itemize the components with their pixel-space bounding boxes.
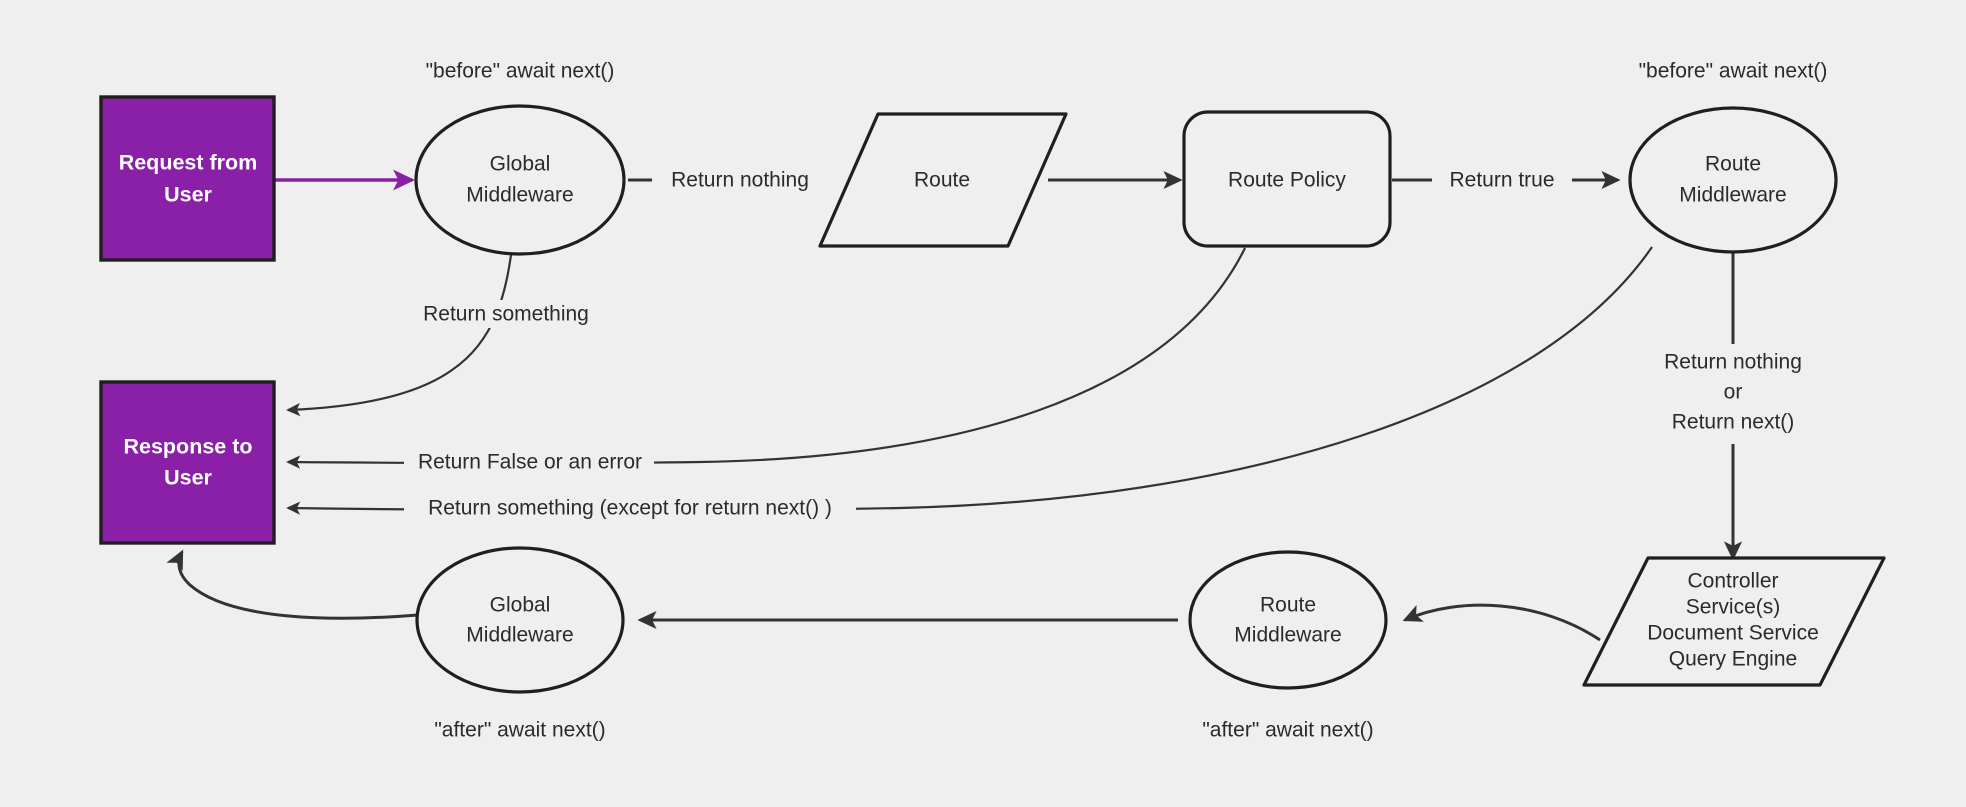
node-handler-line-4: Query Engine bbox=[1669, 648, 1797, 671]
edge-route-policy-to-route-middleware: Return true bbox=[1392, 166, 1621, 194]
node-global-mw-before-line1: Global bbox=[490, 153, 551, 176]
node-response-to-user[interactable]: Response to User bbox=[99, 380, 276, 545]
edge-global-middleware-return-something: Return something bbox=[286, 247, 600, 417]
node-handler-line-2: Service(s) bbox=[1686, 596, 1781, 619]
edge-route-policy-return-false: Return False or an error bbox=[286, 247, 1246, 477]
node-global-middleware-before[interactable]: Global Middleware bbox=[414, 104, 626, 256]
node-request-label-line1: Request from bbox=[119, 151, 258, 175]
node-route-middleware-before[interactable]: Route Middleware bbox=[1628, 106, 1838, 254]
node-global-mw-before-line2: Middleware bbox=[466, 184, 573, 207]
note-before-await-next-global: "before" await next() bbox=[426, 60, 615, 83]
node-route-mw-after-line2: Middleware bbox=[1234, 624, 1341, 647]
node-handler-line-3: Document Service bbox=[1647, 622, 1819, 645]
edge-label-return-true: Return true bbox=[1449, 169, 1554, 192]
node-route-policy[interactable]: Route Policy bbox=[1182, 110, 1392, 248]
node-response-label-line1: Response to bbox=[123, 435, 252, 459]
edge-label-return-nothing: Return nothing bbox=[671, 169, 809, 192]
node-route-middleware-after[interactable]: Route Middleware bbox=[1188, 550, 1388, 690]
edge-label-route-mw-pass-1: Return nothing bbox=[1664, 351, 1802, 374]
edge-route-middleware-to-handler: Return nothing or Return next() bbox=[1640, 247, 1832, 561]
edge-label-return-something-except-next: Return something (except for return next… bbox=[428, 497, 832, 520]
node-request-label-line2: User bbox=[164, 183, 212, 207]
node-route-policy-label: Route Policy bbox=[1228, 169, 1346, 192]
node-route-label: Route bbox=[914, 169, 970, 192]
node-global-middleware-after[interactable]: Global Middleware bbox=[415, 546, 625, 694]
edge-label-return-false-or-error: Return False or an error bbox=[418, 451, 642, 474]
node-response-label-line2: User bbox=[164, 466, 212, 490]
edge-handler-to-route-middleware-after bbox=[1402, 603, 1601, 642]
node-request-from-user[interactable]: Request from User bbox=[99, 95, 276, 262]
edge-label-route-mw-pass-2: or bbox=[1724, 381, 1743, 404]
edge-label-global-return-something: Return something bbox=[423, 303, 589, 326]
note-after-await-next-route: "after" await next() bbox=[1202, 719, 1373, 742]
node-global-mw-after-line1: Global bbox=[490, 594, 551, 617]
node-route-mw-after-line1: Route bbox=[1260, 594, 1316, 617]
edge-label-route-mw-pass-3: Return next() bbox=[1672, 411, 1795, 434]
note-before-await-next-route: "before" await next() bbox=[1639, 60, 1828, 83]
node-route[interactable]: Route bbox=[818, 112, 1068, 248]
node-handler-line-1: Controller bbox=[1687, 570, 1778, 593]
node-controller-services[interactable]: Controller Service(s) Document Service Q… bbox=[1582, 556, 1886, 687]
node-route-mw-before-line2: Middleware bbox=[1679, 184, 1786, 207]
note-after-await-next-global: "after" await next() bbox=[434, 719, 605, 742]
node-global-mw-after-line2: Middleware bbox=[466, 624, 573, 647]
edge-route-middleware-return-something: Return something (except for return next… bbox=[286, 246, 1653, 524]
edge-global-middleware-to-route: Return nothing bbox=[628, 166, 828, 194]
edge-global-middleware-after-to-response bbox=[166, 549, 419, 620]
node-route-mw-before-line1: Route bbox=[1705, 153, 1761, 176]
